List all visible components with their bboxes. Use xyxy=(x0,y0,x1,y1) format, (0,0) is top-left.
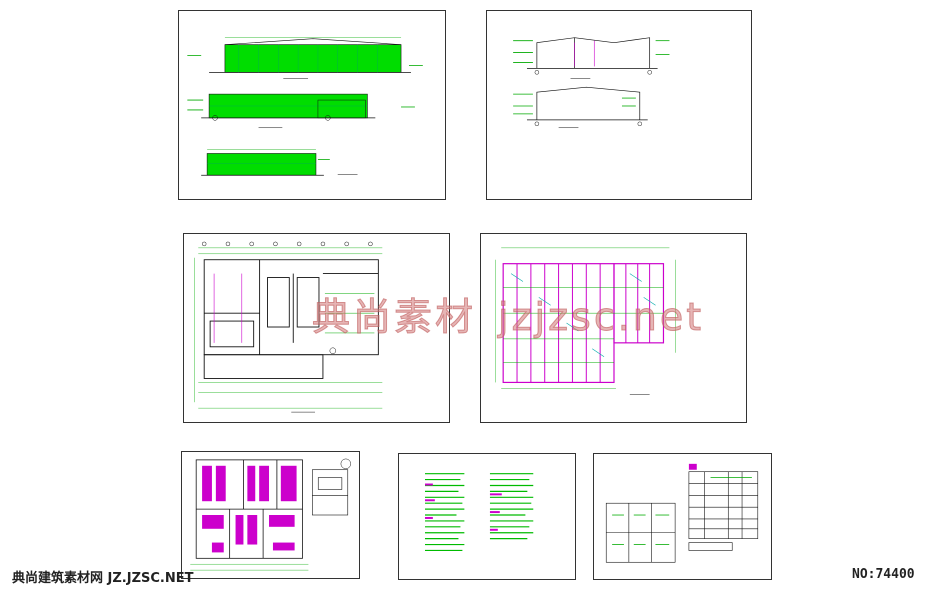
watermark-cn: 典尚素材 xyxy=(311,295,477,340)
footer-site-credit: 典尚建筑素材网 JZ.JZSC.NET xyxy=(12,571,194,586)
watermark-text: 典尚素材 jzjzsc.net xyxy=(311,286,705,341)
floor-plan-drawing xyxy=(194,241,383,413)
section-drawing xyxy=(513,37,670,129)
elevation-drawing xyxy=(187,37,423,176)
drawing-sheet-detail-plan[interactable] xyxy=(181,451,360,579)
detail-plan-drawing xyxy=(190,458,351,571)
watermark-url: jzjzsc.net xyxy=(498,295,705,340)
drawing-sheet-elevations[interactable] xyxy=(178,10,446,200)
drawing-sheet-schedules[interactable] xyxy=(593,453,772,580)
schedules-drawing xyxy=(605,463,759,563)
roof-plan-drawing xyxy=(495,247,676,395)
drawing-sheet-notes[interactable] xyxy=(398,453,576,580)
notes-drawing xyxy=(424,473,534,552)
drawing-sheet-sections[interactable] xyxy=(486,10,752,200)
drawing-sheet-roof-plan[interactable] xyxy=(480,233,747,423)
drawing-sheet-floor-plan[interactable] xyxy=(183,233,450,423)
footer-item-number: NO:74400 xyxy=(852,567,915,582)
